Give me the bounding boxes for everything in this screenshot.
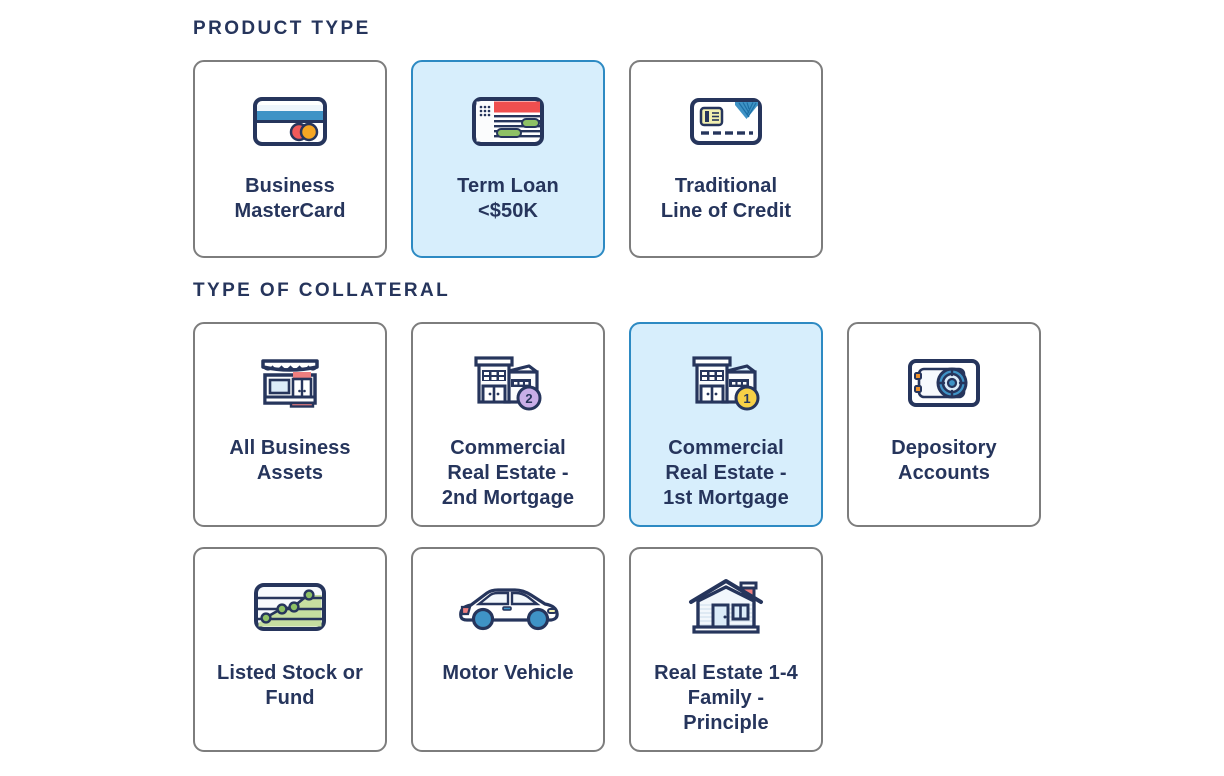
- card-listed-stock-or-fund[interactable]: Listed Stock or Fund: [193, 547, 387, 752]
- card-label: Commercial Real Estate - 2nd Mortgage: [441, 437, 575, 509]
- commercial-building-1-icon: 1: [685, 352, 767, 414]
- credit-line-card-icon: [687, 90, 765, 152]
- card-label: Listed Stock or Fund: [217, 662, 363, 709]
- stock-chart-icon: [251, 577, 329, 639]
- card-label: Motor Vehicle: [442, 662, 574, 684]
- card-depository-accounts[interactable]: Depository Accounts: [847, 322, 1041, 527]
- card-real-estate-1-4-family-principle[interactable]: Real Estate 1-4 Family - Principle: [629, 547, 823, 752]
- card-term-loan[interactable]: Term Loan <$50K: [411, 60, 605, 258]
- card-business-mastercard[interactable]: Business MasterCard: [193, 60, 387, 258]
- storefront-icon: [251, 352, 329, 414]
- card-label: Business MasterCard: [234, 175, 346, 222]
- badge-number: 1: [743, 391, 750, 406]
- section-title-type-of-collateral: TYPE OF COLLATERAL: [193, 280, 451, 301]
- card-traditional-line-of-credit[interactable]: Traditional Line of Credit: [629, 60, 823, 258]
- section-type-of-collateral: TYPE OF COLLATERAL: [193, 258, 1224, 752]
- safe-vault-icon: [904, 352, 984, 414]
- card-label: Traditional Line of Credit: [660, 175, 792, 222]
- commercial-building-2-icon: 2: [467, 352, 549, 414]
- card-commercial-real-estate-1st-mortgage[interactable]: 1 Commercial Real Estate - 1st Mortgage: [629, 322, 823, 527]
- credit-card-icon: [251, 90, 329, 152]
- collateral-row-1: All Business Assets: [193, 322, 1224, 527]
- car-icon: [453, 577, 563, 639]
- house-icon: [685, 577, 767, 639]
- collateral-row-2: Listed Stock or Fund: [193, 547, 1224, 752]
- card-label: Term Loan <$50K: [457, 175, 559, 222]
- section-title-product-type: PRODUCT TYPE: [193, 18, 371, 39]
- card-commercial-real-estate-2nd-mortgage[interactable]: 2 Commercial Real Estate - 2nd Mortgage: [411, 322, 605, 527]
- card-label: Depository Accounts: [891, 437, 997, 484]
- badge-number: 2: [525, 391, 532, 406]
- card-label: Real Estate 1-4 Family - Principle: [654, 662, 798, 734]
- card-motor-vehicle[interactable]: Motor Vehicle: [411, 547, 605, 752]
- loan-document-icon: [469, 90, 547, 152]
- section-product-type: PRODUCT TYPE Business MasterCard: [193, 0, 1224, 258]
- collateral-card-grid: All Business Assets: [193, 322, 1224, 752]
- card-label: Commercial Real Estate - 1st Mortgage: [663, 437, 789, 509]
- card-label: All Business Assets: [229, 437, 351, 484]
- product-type-card-grid: Business MasterCard: [193, 60, 1224, 258]
- card-all-business-assets[interactable]: All Business Assets: [193, 322, 387, 527]
